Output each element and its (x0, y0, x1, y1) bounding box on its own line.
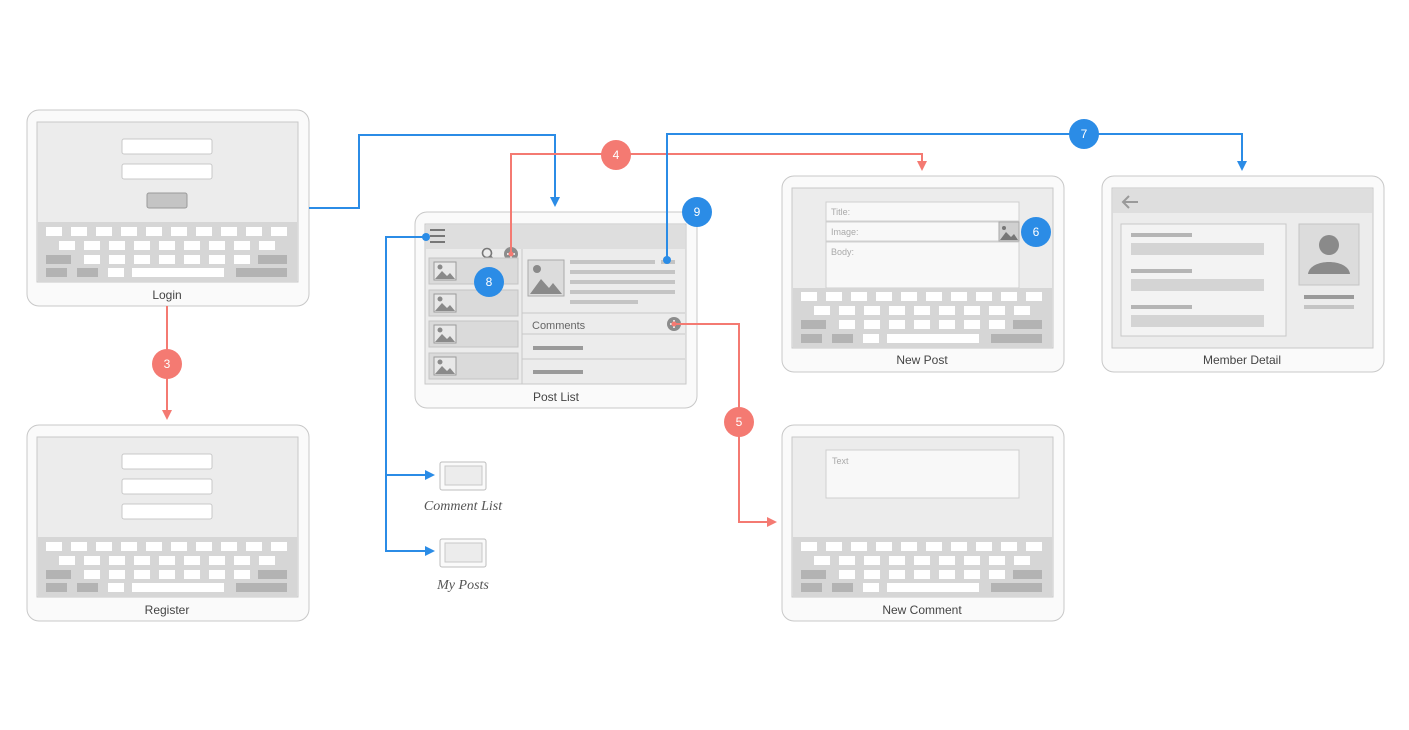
register-label: Register (145, 603, 190, 617)
comments-header: Comments (532, 320, 586, 332)
flow-badges: 3 4 5 6 7 8 9 (152, 119, 1099, 437)
post-detail (527, 259, 675, 304)
flow-badge-3[interactable]: 3 (152, 349, 182, 379)
image-placeholder: Image: (831, 227, 859, 237)
register-field-1[interactable] (121, 453, 213, 470)
svg-text:9: 9 (694, 205, 701, 219)
member-detail-label: Member Detail (1203, 353, 1281, 367)
username-field[interactable] (121, 138, 213, 155)
new-comment-label: New Comment (882, 603, 962, 617)
image-icon (433, 261, 457, 281)
connector-menu-to-my-posts (385, 475, 435, 556)
svg-text:4: 4 (613, 148, 620, 162)
flow-connectors (162, 133, 1247, 556)
svg-text:5: 5 (736, 415, 743, 429)
svg-text:3: 3 (164, 357, 171, 371)
login-screen[interactable]: Login (26, 109, 310, 307)
login-button[interactable] (146, 192, 188, 209)
new-post-label: New Post (896, 353, 948, 367)
back-arrow-icon[interactable] (1121, 195, 1138, 209)
keyboard (793, 537, 1052, 597)
post-list-screen[interactable]: Comments Post List (414, 211, 698, 409)
connector-dot (663, 256, 671, 264)
keyboard (793, 288, 1052, 348)
menu-icon[interactable] (430, 229, 445, 243)
svg-text:6: 6 (1033, 225, 1040, 239)
comment-list-screen[interactable]: Comment List (424, 461, 503, 514)
svg-text:7: 7 (1081, 127, 1088, 141)
my-posts-label: My Posts (436, 578, 489, 593)
text-placeholder: Text (832, 456, 849, 466)
my-posts-screen[interactable]: My Posts (436, 538, 489, 593)
flow-badge-6[interactable]: 6 (1021, 217, 1051, 247)
new-comment-screen[interactable]: Text New Comment (781, 424, 1065, 622)
svg-text:8: 8 (486, 275, 493, 289)
image-icon (433, 356, 457, 376)
flow-badge-8[interactable]: 8 (474, 267, 504, 297)
connector-post-to-member-detail (666, 133, 1247, 260)
connector-dot (671, 321, 677, 327)
connector-post-to-new-post (510, 153, 927, 254)
body-field[interactable] (825, 241, 1020, 289)
comment-text-field[interactable] (825, 449, 1020, 499)
image-icon (433, 324, 457, 344)
post-list-label: Post List (533, 390, 580, 404)
login-label: Login (152, 288, 181, 302)
connector-dot (422, 233, 430, 241)
register-screen[interactable]: Register (26, 424, 310, 622)
keyboard (38, 537, 297, 597)
register-field-2[interactable] (121, 478, 213, 495)
comment-list-label: Comment List (424, 499, 503, 514)
flow-badge-9[interactable]: 9 (682, 197, 712, 227)
image-icon (433, 293, 457, 313)
member-detail-screen[interactable]: Member Detail (1101, 175, 1385, 373)
body-placeholder: Body: (831, 247, 854, 257)
title-field[interactable] (825, 201, 1020, 222)
flow-badge-7[interactable]: 7 (1069, 119, 1099, 149)
top-bar (426, 225, 685, 249)
connector-menu-to-comment-list (385, 236, 435, 480)
connector-login-to-post-list (309, 134, 560, 209)
flow-badge-4[interactable]: 4 (601, 140, 631, 170)
flow-badge-5[interactable]: 5 (724, 407, 754, 437)
avatar-icon (1298, 223, 1360, 286)
title-placeholder: Title: (831, 207, 850, 217)
new-post-screen[interactable]: Title: Image: Body: New Post (781, 175, 1065, 373)
connector-dot (508, 251, 514, 257)
image-picker-icon[interactable] (998, 221, 1020, 242)
keyboard (38, 222, 297, 282)
password-field[interactable] (121, 163, 213, 180)
register-field-3[interactable] (121, 503, 213, 520)
